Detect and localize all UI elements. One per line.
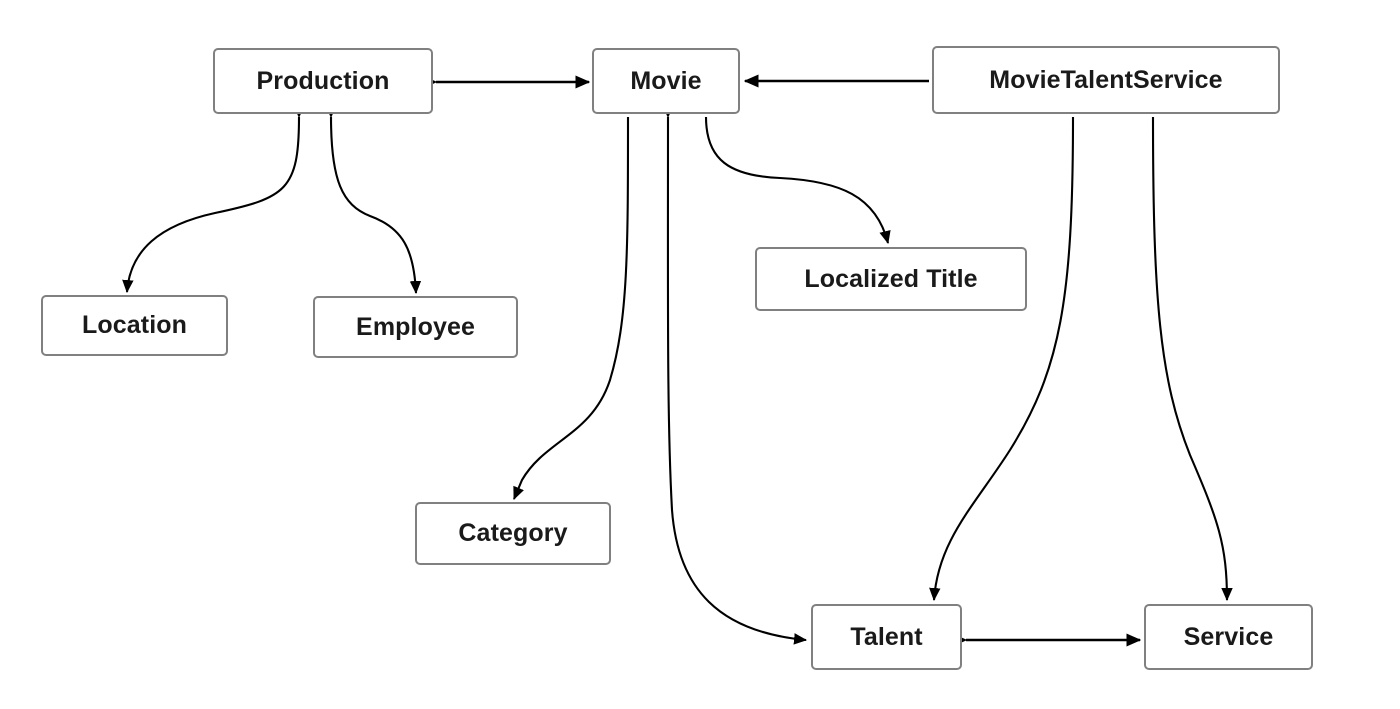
node-category[interactable]: Category: [415, 502, 611, 565]
node-movietalentservice[interactable]: MovieTalentService: [932, 46, 1280, 114]
node-label-category: Category: [458, 519, 568, 547]
node-talent[interactable]: Talent: [811, 604, 962, 670]
node-label-movietalentservice: MovieTalentService: [989, 65, 1223, 94]
node-employee[interactable]: Employee: [313, 296, 518, 358]
node-movie[interactable]: Movie: [592, 48, 740, 114]
node-label-localized-title: Localized Title: [804, 264, 978, 293]
node-label-movie: Movie: [630, 66, 702, 95]
edge-talent-movie: [662, 105, 808, 645]
node-location[interactable]: Location: [41, 295, 228, 356]
edge-movie-category: [513, 116, 630, 500]
node-localized-title[interactable]: Localized Title: [755, 247, 1027, 311]
node-label-production: Production: [256, 66, 390, 95]
edge-location-production: [122, 105, 305, 294]
node-label-employee: Employee: [356, 312, 475, 341]
node-service[interactable]: Service: [1144, 604, 1313, 670]
node-production[interactable]: Production: [213, 48, 433, 114]
node-label-location: Location: [82, 311, 187, 339]
edge-movietalentservice-service: [1151, 116, 1233, 602]
node-label-service: Service: [1183, 622, 1274, 651]
edge-movie-localized-title: [704, 116, 891, 245]
edge-employee-production: [325, 105, 422, 295]
edge-movietalentservice-talent: [929, 116, 1075, 602]
node-label-talent: Talent: [850, 622, 923, 651]
